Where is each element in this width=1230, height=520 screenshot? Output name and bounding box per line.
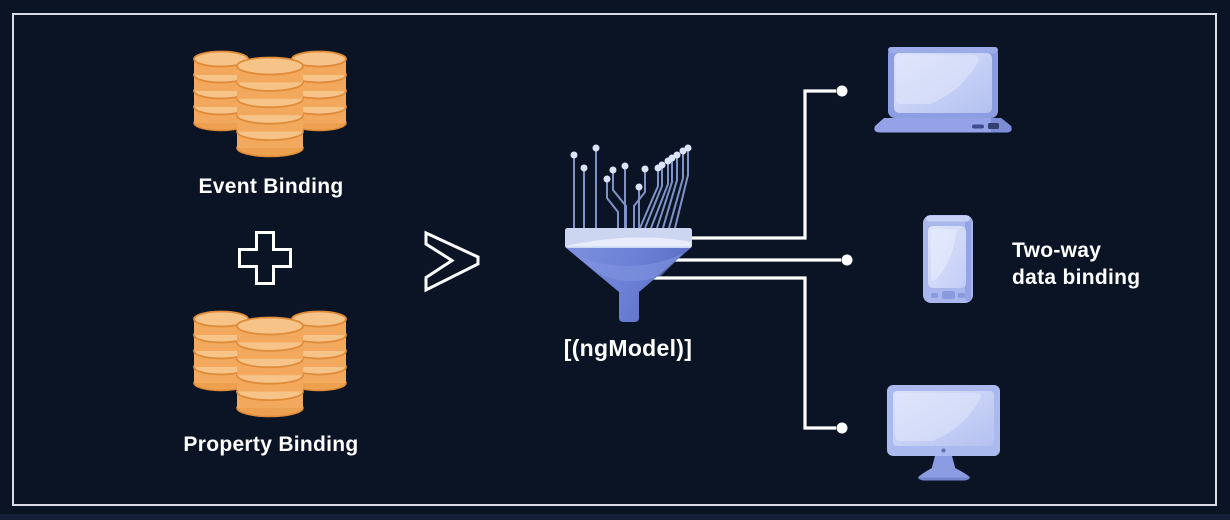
- plus-icon: [238, 231, 292, 285]
- property-binding-label: Property Binding: [183, 433, 359, 456]
- connector-dot: [841, 254, 853, 266]
- bottom-edge-strip: [0, 514, 1230, 520]
- greater-than-icon: [424, 230, 480, 293]
- connector-dots: [836, 85, 853, 434]
- connector-lines: [650, 89, 841, 430]
- two-way-data-binding-label: Two-way data binding: [1012, 237, 1140, 291]
- connector-dot: [836, 85, 848, 97]
- laptop-icon: [874, 47, 1012, 133]
- coin-stack-icon: [193, 310, 347, 418]
- connector-to-monitor: [650, 276, 836, 430]
- monitor-icon: [887, 385, 1000, 481]
- event-binding-label: Event Binding: [198, 175, 344, 198]
- smartphone-icon: [923, 215, 973, 303]
- connector-dot: [836, 422, 848, 434]
- two-way-label-line1: Two-way: [1012, 239, 1102, 262]
- ngmodel-label: [(ngModel)]: [563, 335, 693, 361]
- circuit-trace-dots: [570, 144, 692, 191]
- coin-stack-icon: [193, 50, 347, 158]
- two-way-label-line2: data binding: [1012, 266, 1141, 289]
- funnel-icon: [565, 228, 692, 322]
- circuit-traces-icon: [573, 148, 689, 229]
- connector-to-laptop: [650, 89, 836, 240]
